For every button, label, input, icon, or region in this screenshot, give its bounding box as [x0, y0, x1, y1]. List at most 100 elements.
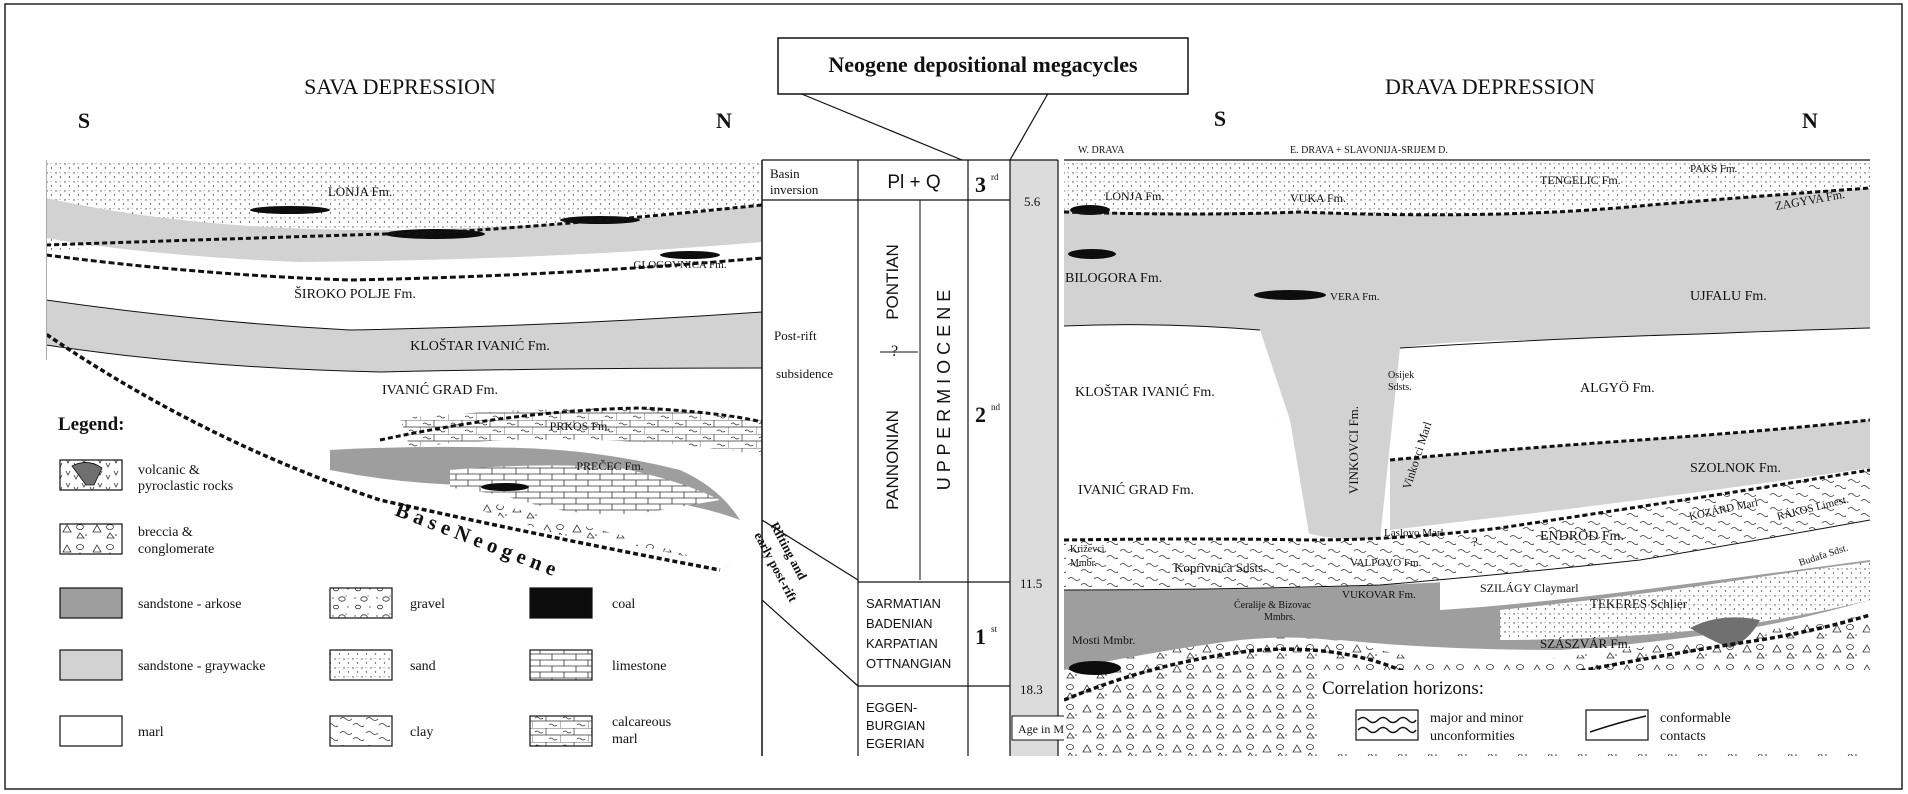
age-11-5: 11.5 [1020, 576, 1042, 591]
correlation-swatch-conformable [1585, 709, 1649, 741]
drava-unconformity-top [1064, 186, 1870, 217]
drava-tengelic-label: TENGELIC Fm. [1540, 173, 1621, 187]
legend-title: Legend: [58, 414, 125, 435]
sava-prkos-label: PRKOS Fm. [550, 419, 611, 433]
drava-tekeres-label: TEKERES Schlier [1590, 596, 1688, 611]
drava-krizevci-1: Križevci [1070, 544, 1105, 555]
drava-szaszvar-label: SZÁSZVÁR Fm. [1540, 636, 1631, 651]
correlation-major-1: major and minor [1430, 711, 1524, 726]
drava-vinkovci-fm-label: VINKOVCI Fm. [1346, 406, 1361, 494]
legend-swatch-gravel [329, 587, 393, 619]
drava-valpovo-label: VALPOVO Fm. [1350, 557, 1422, 569]
legend-graywacke-label: sandstone - graywacke [138, 659, 266, 674]
legend-calcmarl-label-2: marl [612, 732, 638, 747]
age-18-3: 18.3 [1020, 682, 1043, 697]
sava-coal-1 [250, 206, 330, 214]
drava-top-sand [1064, 160, 1870, 215]
legend-marl-label: marl [138, 725, 164, 740]
sava-north-label: N [716, 108, 732, 133]
drava-ivanic-unit [1064, 420, 1310, 540]
title-callout: Neogene depositional megacycles [777, 37, 1189, 161]
correlation-conf-2: contacts [1660, 729, 1706, 744]
legend-swatch-arkose [59, 587, 123, 619]
age-scale-bar [1010, 160, 1058, 756]
legend-volcanic-label-2: pyroclastic rocks [138, 479, 233, 494]
sava-siroko-unit [46, 258, 762, 330]
drava-algyo-unit [1390, 328, 1870, 460]
stage-pannonian: PANNONIAN [883, 410, 902, 510]
tect-post-1: Post-rift [774, 328, 817, 343]
legend-swatch-coal [529, 587, 593, 619]
sava-coal-2 [385, 229, 485, 239]
drava-contact-lower [1064, 519, 1870, 591]
correlation-title: Correlation horizons: [1322, 678, 1484, 699]
legend-volcanic-plug [71, 462, 103, 486]
sava-ivanic-unit [46, 345, 762, 414]
drava-vera-label: VERA Fm. [1330, 291, 1380, 303]
legend-volcanic-label-1: volcanic & [138, 463, 200, 478]
drava-bilogora-unit [1064, 188, 1870, 540]
sava-coal-5 [481, 483, 529, 491]
age-5-6: 5.6 [1024, 194, 1041, 209]
stage-eggen: EGGEN- [866, 700, 917, 715]
drava-contact-koprivnica [1064, 468, 1870, 542]
drava-algyo-label: ALGYÖ Fm. [1580, 379, 1655, 396]
drava-endrod-label: ENDRÖD Fm. [1540, 527, 1624, 544]
sava-glogovnica-label: GLOGOVNICA Fm. [634, 259, 727, 271]
stage-ottnangian: OTTNANGIAN [866, 656, 951, 671]
sava-section [46, 160, 762, 572]
sava-contact-2 [46, 344, 762, 373]
sava-prkos-unit [400, 408, 762, 455]
figure-border [4, 3, 1903, 790]
drava-klostar-label: KLOŠTAR IVANIĆ Fm. [1075, 383, 1215, 400]
drava-ivanic-label: IVANIĆ GRAD Fm. [1078, 481, 1194, 498]
sava-heading: SAVA DEPRESSION [304, 74, 496, 99]
legend-swatch-marl [59, 715, 123, 747]
sava-breccia [480, 500, 740, 570]
sava-klostar-label: KLOŠTAR IVANIĆ Fm. [410, 337, 550, 354]
legend-gravel-label: gravel [410, 597, 445, 612]
stage-karpatian: KARPATIAN [866, 636, 938, 651]
drava-paks-label: PAKS Fm. [1690, 163, 1738, 175]
sava-base-neogene [46, 331, 721, 572]
legend: Legend: volcanic & pyroclastic rocks bre… [58, 414, 671, 747]
sava-unconformity-mid [46, 253, 762, 282]
stage-qmark: ? [891, 343, 898, 360]
stage-upper-miocene: U P P E R M I O C E N E [934, 290, 954, 490]
correlation-swatch-unconformity [1355, 709, 1419, 741]
sava-lonja-label: LONJA Fm. [328, 184, 392, 199]
boundary-rift-low [761, 599, 859, 687]
stage-egerian: EGERIAN [866, 736, 925, 751]
stage-burgian: BURGIAN [866, 718, 925, 733]
drava-ceralije-2: Mmbrs. [1264, 612, 1295, 623]
legend-coal-label: coal [612, 597, 635, 612]
drava-contact-algyo [1399, 327, 1870, 349]
drava-lonja-label: LONJA Fm. [1105, 189, 1164, 203]
correlation-major-2: unconformities [1430, 729, 1515, 744]
legend-breccia-label-1: breccia & [138, 525, 193, 540]
sava-south-label: S [78, 108, 90, 133]
legend-swatch-clay [329, 715, 393, 747]
legend-breccia-label-2: conglomerate [138, 542, 214, 557]
drava-w-drava: W. DRAVA [1078, 145, 1125, 156]
drava-ceralije-1: Ćeralije & Bizovac [1234, 599, 1312, 611]
drava-north-label: N [1802, 108, 1818, 133]
drava-krizevci-2: Mmbr. [1070, 558, 1097, 569]
sava-unconformity-top [46, 203, 762, 247]
drava-contact-upper [1064, 324, 1261, 331]
drava-vuka-label: VUKA Fm. [1290, 191, 1346, 205]
stage-plq: Pl + Q [887, 172, 940, 193]
legend-arkose-label: sandstone - arkose [138, 597, 241, 612]
sava-precec-unit [450, 465, 720, 515]
drava-szolnok-label: SZOLNOK Fm. [1690, 461, 1781, 476]
legend-calcmarl-label-1: calcareous [612, 715, 671, 730]
sava-klostar-unit [46, 300, 762, 372]
sava-precec-label: PREČEC Fm. [576, 459, 643, 473]
legend-swatch-calcmarl [529, 715, 593, 747]
drava-osijek-2: Sdsts. [1388, 382, 1412, 393]
legend-sand-label: sand [410, 659, 436, 674]
legend-swatch-breccia [59, 523, 123, 555]
legend-swatch-graywacke [59, 649, 123, 681]
correlation-conformable-mark [1589, 715, 1647, 733]
